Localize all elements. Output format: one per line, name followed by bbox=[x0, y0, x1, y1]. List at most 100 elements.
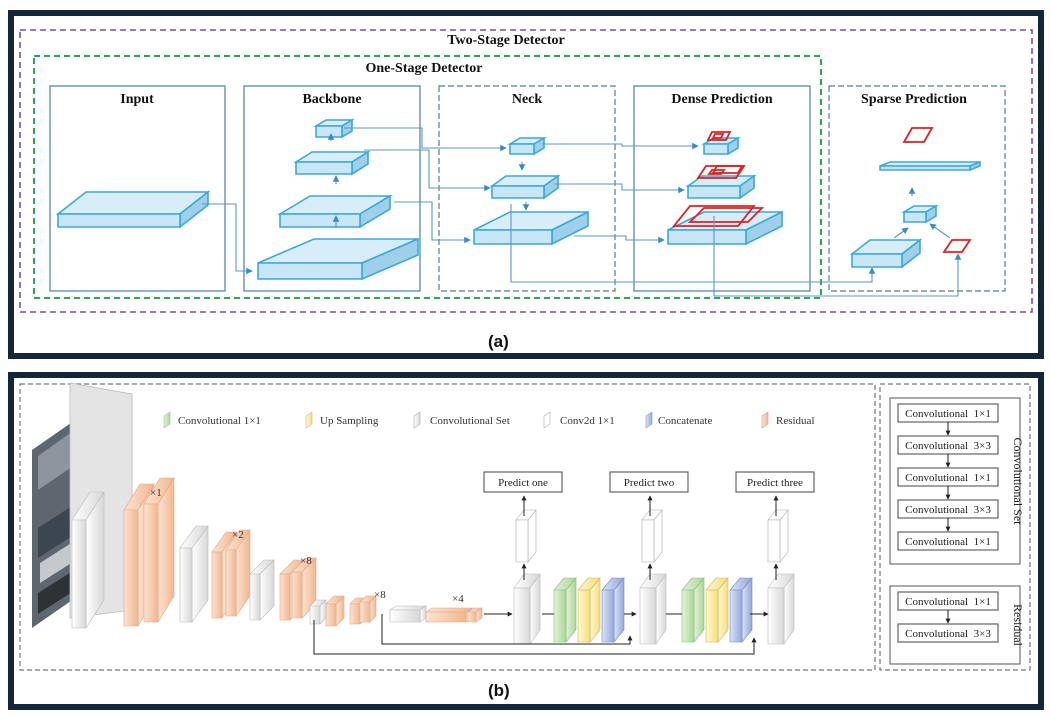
detector-architecture-diagram: Two-Stage Detector One-Stage Detector In… bbox=[19, 29, 1033, 313]
predict-two-label: Predict two bbox=[624, 477, 675, 489]
network-blocks bbox=[71, 476, 795, 645]
backbone-slab-4 bbox=[313, 118, 355, 139]
gray-block-5 bbox=[389, 605, 427, 623]
conv2d-3 bbox=[767, 509, 789, 563]
predict-two: Predict two bbox=[609, 471, 689, 493]
legend-conv1x1: Convolutional 1×1 bbox=[163, 411, 261, 429]
modules-frame bbox=[879, 383, 1031, 671]
dense-slab-1 bbox=[667, 210, 783, 246]
conv1x1-1 bbox=[553, 577, 577, 643]
sparse-slab-2 bbox=[901, 204, 939, 224]
legend-upsampling: Up Sampling bbox=[305, 411, 379, 429]
backbone-slab-3 bbox=[293, 150, 371, 176]
network-connections bbox=[313, 495, 779, 655]
residual-block-5b bbox=[359, 595, 377, 623]
sparse-slab-1 bbox=[849, 238, 923, 269]
conv-set-1 bbox=[513, 573, 541, 645]
sparse-prediction-box bbox=[828, 85, 1006, 292]
backbone-slab-1 bbox=[257, 237, 419, 281]
residual-item: Convolutional 1×1 bbox=[897, 591, 999, 624]
input-box bbox=[49, 85, 226, 292]
multiplier-3: ×8 bbox=[300, 555, 312, 567]
residual-block-4 bbox=[325, 595, 345, 627]
panel-a-label: (a) bbox=[488, 332, 509, 351]
module-item-label: Convolutional 3×3 bbox=[905, 440, 991, 452]
panel-b-label: (b) bbox=[488, 681, 510, 700]
convset-item: Convolutional 3×3 bbox=[897, 435, 999, 468]
gray-block-3 bbox=[249, 559, 275, 621]
module-item-label: Convolutional 1×1 bbox=[905, 472, 991, 484]
legend-conv2d-label: Conv2d 1×1 bbox=[560, 415, 615, 427]
module-item-label: Convolutional 3×3 bbox=[905, 628, 991, 640]
gray-block-2 bbox=[179, 525, 209, 623]
residual-block-3b bbox=[291, 557, 317, 619]
gray-block-1 bbox=[71, 490, 105, 630]
input-slab bbox=[55, 190, 211, 229]
neck-slab-2 bbox=[489, 174, 561, 200]
predict-one: Predict one bbox=[483, 471, 563, 493]
neck-title: Neck bbox=[512, 92, 543, 107]
neck-slab-3 bbox=[507, 136, 547, 156]
upsample-2 bbox=[705, 577, 729, 643]
multiplier-4: ×8 bbox=[374, 589, 386, 601]
predict-one-label: Predict one bbox=[498, 477, 548, 489]
backbone-box bbox=[243, 85, 421, 292]
backbone-slab-2 bbox=[277, 194, 393, 229]
dense-prediction-title: Dense Prediction bbox=[671, 92, 772, 107]
sparse-prediction-boxes bbox=[902, 127, 972, 253]
convset-item: Convolutional 3×3 bbox=[897, 499, 999, 532]
legend-convset: Convolutional Set bbox=[413, 411, 510, 429]
legend-conv2d: Conv2d 1×1 bbox=[543, 411, 615, 429]
dense-slab-2 bbox=[685, 174, 757, 200]
legend-residual-label: Residual bbox=[776, 415, 815, 427]
convset-item: Convolutional 1×1 bbox=[897, 467, 999, 500]
multiplier-5: ×4 bbox=[452, 593, 464, 605]
module-item-label: Convolutional 1×1 bbox=[905, 408, 991, 420]
residual-block-1b bbox=[143, 476, 175, 624]
predict-three-label: Predict three bbox=[747, 477, 803, 489]
conv-set-3 bbox=[767, 573, 795, 645]
legend-convset-label: Convolutional Set bbox=[430, 415, 510, 427]
connection-lines bbox=[202, 127, 962, 297]
two-stage-title: Two-Stage Detector bbox=[447, 33, 565, 48]
yolov3-network-diagram: Convolutional 1×1 Up Sampling Convolutio… bbox=[19, 382, 1031, 671]
conv2d-2 bbox=[641, 509, 663, 563]
sparse-prediction-title: Sparse Prediction bbox=[861, 92, 967, 107]
dense-prediction-box bbox=[633, 85, 811, 292]
residual-block-6b bbox=[467, 607, 483, 623]
sparse-slab-3 bbox=[879, 160, 981, 172]
legend: Convolutional 1×1 Up Sampling Convolutio… bbox=[163, 411, 815, 429]
legend-conv1x1-label: Convolutional 1×1 bbox=[178, 415, 261, 427]
neck-slab-1 bbox=[473, 210, 589, 246]
gray-block-4 bbox=[309, 599, 327, 625]
concat-1 bbox=[601, 577, 625, 643]
module-item-label: Convolutional 1×1 bbox=[905, 536, 991, 548]
network-frame bbox=[19, 383, 876, 671]
residual-item: Convolutional 3×3 bbox=[897, 623, 999, 643]
legend-concat: Concatenate bbox=[645, 411, 712, 429]
residual-module: Residual Convolutional 1×1Convolutional … bbox=[889, 585, 1025, 665]
convset-module: Convolutional Set Convolutional 1×1Convo… bbox=[889, 397, 1025, 565]
feature-map-slabs bbox=[55, 118, 981, 281]
upsample-1 bbox=[577, 577, 601, 643]
residual-block-2b bbox=[225, 529, 251, 617]
module-item-label: Convolutional 1×1 bbox=[905, 596, 991, 608]
residual-block-6a bbox=[425, 607, 473, 623]
conv2d-1 bbox=[515, 509, 537, 563]
module-item-label: Convolutional 3×3 bbox=[905, 504, 991, 516]
multiplier-1: ×1 bbox=[150, 487, 162, 499]
two-stage-frame bbox=[19, 29, 1033, 313]
residual-title: Residual bbox=[1011, 604, 1025, 647]
convset-item: Convolutional 1×1 bbox=[897, 531, 999, 551]
convset-item: Convolutional 1×1 bbox=[897, 403, 999, 436]
conv-set-2 bbox=[639, 573, 667, 645]
legend-residual: Residual bbox=[761, 411, 815, 429]
concat-2 bbox=[729, 577, 753, 643]
backbone-title: Backbone bbox=[302, 92, 361, 107]
one-stage-frame bbox=[33, 55, 822, 299]
predict-three: Predict three bbox=[735, 471, 815, 493]
conv1x1-2 bbox=[681, 577, 705, 643]
multiplier-2: ×2 bbox=[232, 529, 244, 541]
one-stage-title: One-Stage Detector bbox=[365, 61, 482, 76]
legend-upsampling-label: Up Sampling bbox=[320, 415, 379, 427]
